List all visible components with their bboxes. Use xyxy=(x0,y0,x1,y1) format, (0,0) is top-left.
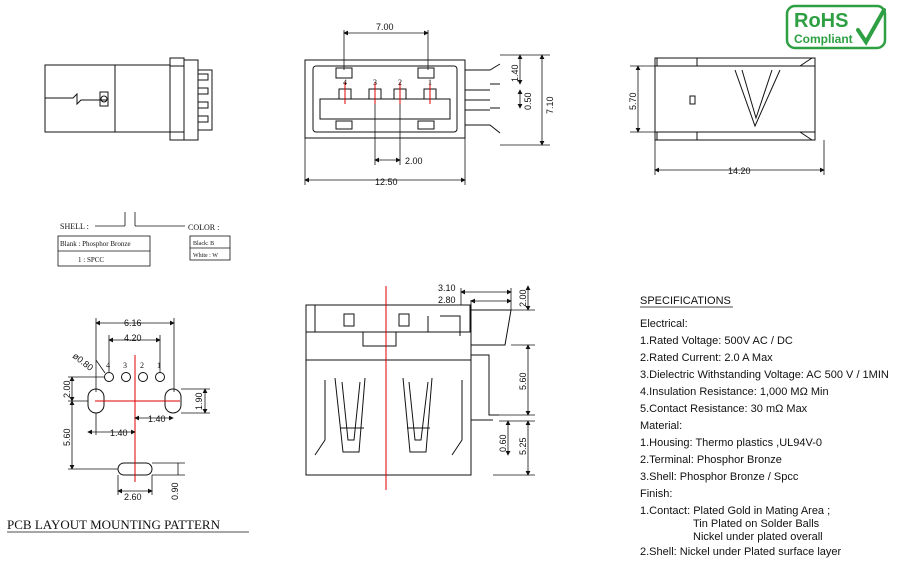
finish-item: Nickel under plated overall xyxy=(693,531,823,543)
specs-title: SPECIFICATIONS xyxy=(640,295,731,307)
electrical-item: 3.Dielectric Withstanding Voltage: AC 50… xyxy=(640,369,889,381)
top-pin-label: 1 xyxy=(428,78,432,87)
front-view: 3.10 2.80 2.00 5.60 0.60 5.25 xyxy=(305,283,535,490)
dim-pcb-slot-height: 0.90 xyxy=(170,482,180,500)
dim-pcb-right-offset: 1.40 xyxy=(148,414,166,424)
electrical-item: 1.Rated Voltage: 500V AC / DC xyxy=(640,335,793,347)
dim-pcb-left-offset: 1.40 xyxy=(110,428,128,438)
side-view: 5.70 14.20 xyxy=(628,57,825,176)
dim-top-height-c: 7.10 xyxy=(545,96,555,114)
electrical-item: 2.Rated Current: 2.0 A Max xyxy=(640,352,773,364)
dim-pcb-span-outer: 6.16 xyxy=(124,318,142,328)
shell-label: SHELL : xyxy=(60,222,89,231)
color-option: White : W xyxy=(193,253,218,259)
specifications: SPECIFICATIONS Electrical: 1.Rated Volta… xyxy=(640,295,889,558)
shell-option: 1 : SPCC xyxy=(78,256,104,264)
dim-front-right-d: 5.25 xyxy=(518,437,528,455)
material-item: 2.Terminal: Phosphor Bronze xyxy=(640,454,782,466)
top-pin-label: 4 xyxy=(343,78,347,87)
color-option: Black: B xyxy=(193,241,214,247)
dim-front-right-a: 2.00 xyxy=(518,289,528,307)
rohs-badge: RoHS Compliant xyxy=(785,4,887,50)
dim-pcb-vertical-a: 2.00 xyxy=(62,380,72,398)
rohs-title: RoHS xyxy=(794,10,848,32)
pcb-title: PCB LAYOUT MOUNTING PATTERN xyxy=(7,517,221,532)
shell-color-legend: SHELL : COLOR : Blank : Phosphor Bronze … xyxy=(57,212,231,267)
pcb-pin-label: 3 xyxy=(123,361,127,370)
dim-side-height: 5.70 xyxy=(628,92,638,110)
material-item: 3.Shell: Phosphor Bronze / Spcc xyxy=(640,471,799,483)
dim-front-top-a: 3.10 xyxy=(438,283,456,293)
shell-option: Blank : Phosphor Bronze xyxy=(60,240,131,248)
dim-side-length: 14.20 xyxy=(728,166,751,176)
electrical-item: 4.Insulation Resistance: 1,000 MΩ Min xyxy=(640,386,829,398)
finish-item: 1.Contact: Plated Gold in Mating Area ; xyxy=(640,505,830,517)
electrical-item: 5.Contact Resistance: 30 mΩ Max xyxy=(640,403,808,415)
rohs-subtitle: Compliant xyxy=(794,32,853,46)
dim-front-right-c: 0.60 xyxy=(498,434,508,452)
top-pin-label: 2 xyxy=(398,78,402,87)
pcb-layout: 6.16 4.20 ø0.80 4 3 2 1 2.00 5.60 1.90 1… xyxy=(7,318,249,533)
dim-pcb-slot-width: 2.60 xyxy=(124,492,142,502)
material-heading: Material: xyxy=(640,420,682,432)
finish-item: Tin Plated on Solder Balls xyxy=(693,518,820,530)
electrical-heading: Electrical: xyxy=(640,318,688,330)
dim-top-height-b: 0.50 xyxy=(523,92,533,110)
dim-pcb-vertical-b: 5.60 xyxy=(62,428,72,446)
top-view: 4 3 2 1 7.00 2.00 12.50 1.40 0.50 7.10 xyxy=(304,22,555,187)
checkmark-icon xyxy=(856,8,886,46)
dim-front-top-b: 2.80 xyxy=(438,295,456,305)
dim-top-total: 12.50 xyxy=(375,177,398,187)
material-item: 1.Housing: Thermo plastics ,UL94V-0 xyxy=(640,437,822,449)
dim-pcb-hole: ø0.80 xyxy=(71,351,95,373)
top-pin-label: 3 xyxy=(373,78,377,87)
color-label: COLOR : xyxy=(188,223,219,232)
dim-top-pitch: 2.00 xyxy=(405,156,423,166)
rear-view xyxy=(44,57,213,141)
dim-pcb-span-inner: 4.20 xyxy=(124,333,142,343)
dim-top-height-a: 1.40 xyxy=(510,64,520,82)
dim-pcb-right-height: 1.90 xyxy=(194,392,204,410)
dim-front-right-b: 5.60 xyxy=(518,372,528,390)
finish-heading: Finish: xyxy=(640,488,672,500)
pcb-pin-label: 1 xyxy=(157,361,161,370)
pcb-pin-label: 4 xyxy=(106,361,110,370)
pcb-pin-label: 2 xyxy=(140,361,144,370)
finish-item: 2.Shell: Nickel under Plated surface lay… xyxy=(640,546,841,558)
dim-top-width: 7.00 xyxy=(376,22,394,32)
